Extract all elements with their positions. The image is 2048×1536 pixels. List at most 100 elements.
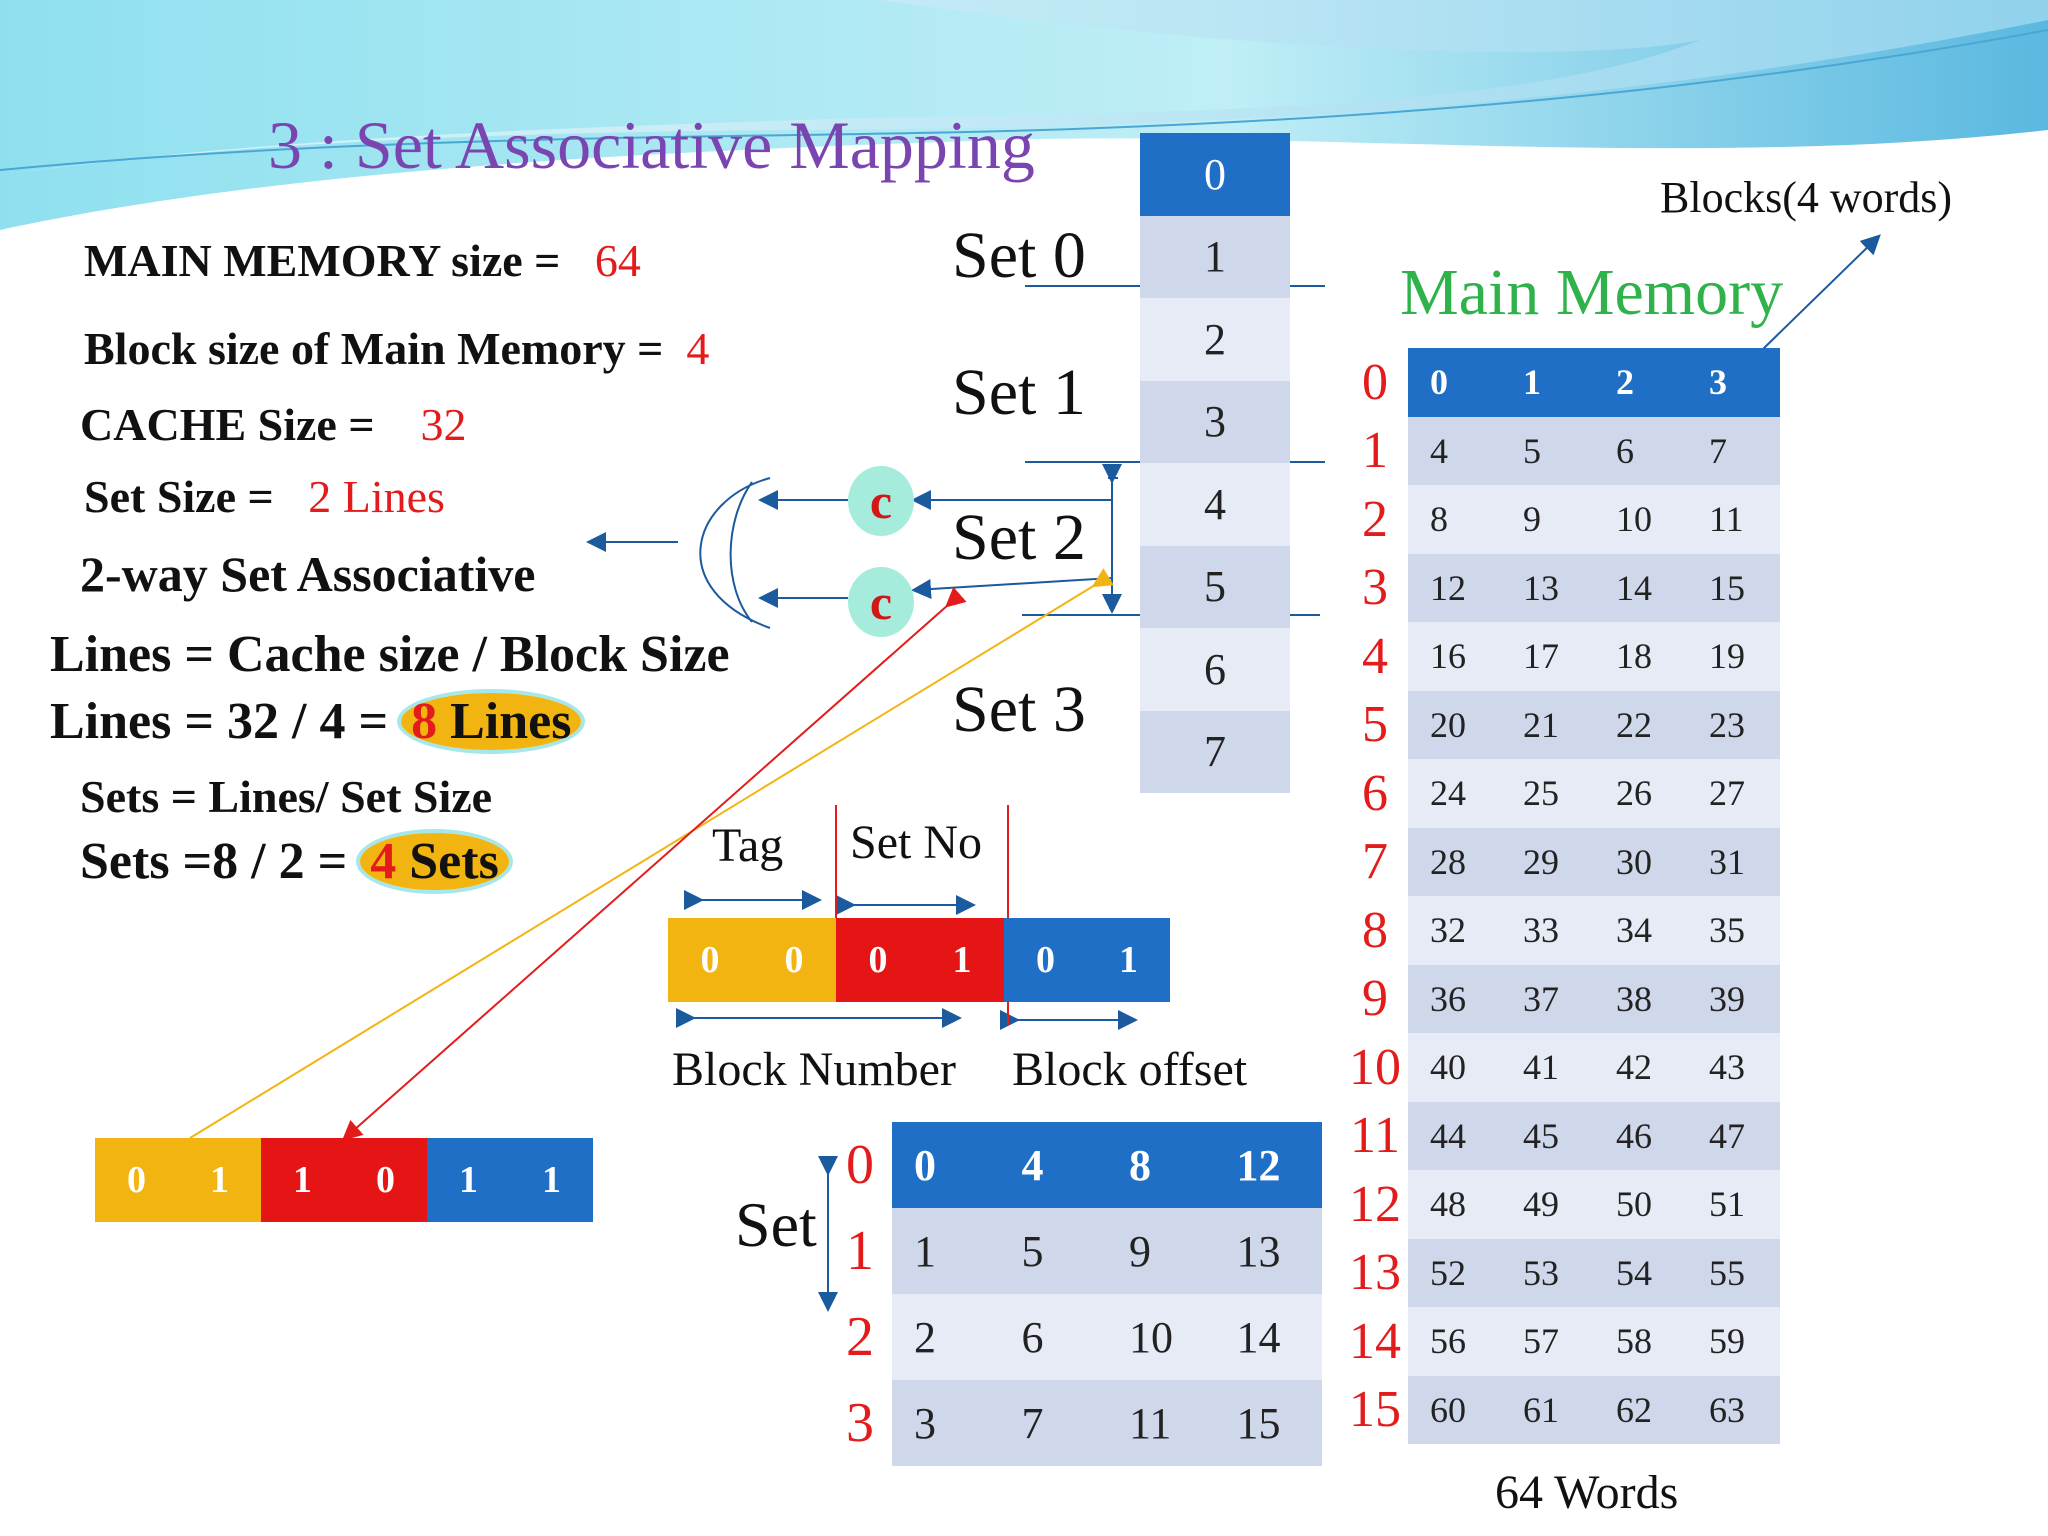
lines-result-num: 8 bbox=[411, 693, 438, 750]
tag-compare-arrow bbox=[342, 586, 967, 1141]
table-cell: 35 bbox=[1709, 910, 1745, 951]
or-gate bbox=[699, 477, 771, 629]
block-number-label: Block Number bbox=[672, 1043, 956, 1096]
set-size-label: Set Size = bbox=[84, 471, 274, 522]
table-cell: 29 bbox=[1523, 841, 1559, 882]
cache-line: 0 bbox=[1140, 133, 1290, 216]
table-cell: 20 bbox=[1430, 704, 1466, 745]
table-cell: 43 bbox=[1709, 1047, 1745, 1088]
table-cell: 6 bbox=[1021, 1312, 1044, 1362]
table-cell: 34 bbox=[1616, 910, 1652, 951]
blocks-label: Blocks(4 words) bbox=[1660, 173, 1953, 222]
cache-line: 4 bbox=[1140, 463, 1290, 546]
table-cell: 5 bbox=[1523, 430, 1541, 471]
words-label: 64 Words bbox=[1495, 1466, 1679, 1519]
to-comparator-arrow bbox=[911, 577, 1113, 600]
block-index: 4 bbox=[1362, 627, 1388, 685]
table-cell: 7 bbox=[1021, 1398, 1044, 1448]
table-cell: 17 bbox=[1523, 636, 1559, 677]
table-cell: 12 bbox=[1236, 1140, 1281, 1190]
block-index: 0 bbox=[1362, 353, 1388, 411]
table-cell: 2 bbox=[914, 1312, 936, 1362]
page-title: 3 : Set Associative Mapping bbox=[268, 107, 1035, 183]
table-cell: 31 bbox=[1709, 841, 1745, 882]
block-size-line: Block size of Main Memory = 4 bbox=[84, 322, 709, 375]
lines-calc-line: Lines = 32 / 4 = 8 Lines bbox=[50, 692, 582, 751]
setno-label: Set No bbox=[850, 816, 982, 869]
cache-line: 2 bbox=[1140, 298, 1290, 381]
set-index: 3 bbox=[846, 1392, 874, 1454]
cache-size-value: 32 bbox=[420, 399, 467, 450]
set-label-3: Set 3 bbox=[952, 673, 1086, 746]
set-table-label: Set bbox=[735, 1189, 817, 1260]
block-index: 5 bbox=[1362, 696, 1388, 754]
tag-bit: 0 bbox=[700, 939, 720, 981]
block-index: 13 bbox=[1349, 1244, 1401, 1302]
table-cell: 53 bbox=[1523, 1252, 1559, 1293]
cache-line: 7 bbox=[1140, 710, 1290, 793]
set-bit: 0 bbox=[376, 1159, 395, 1201]
table-cell: 54 bbox=[1616, 1252, 1652, 1293]
block-size-label: Block size of Main Memory = bbox=[84, 323, 664, 374]
block-index: 12 bbox=[1349, 1175, 1401, 1233]
set-index: 0 bbox=[846, 1134, 874, 1196]
sets-calc-line: Sets =8 / 2 = 4 Sets bbox=[80, 832, 509, 891]
table-cell: 3 bbox=[914, 1398, 936, 1448]
table-cell: 11 bbox=[1709, 499, 1744, 540]
table-cell: 49 bbox=[1523, 1184, 1559, 1225]
table-cell: 37 bbox=[1523, 978, 1559, 1019]
block-index: 15 bbox=[1349, 1381, 1401, 1439]
table-cell: 6 bbox=[1616, 430, 1634, 471]
table-cell: 14 bbox=[1236, 1312, 1281, 1362]
set-index: 2 bbox=[846, 1306, 874, 1368]
offset-bit: 1 bbox=[1119, 939, 1138, 981]
cache-line: 1 bbox=[1140, 215, 1290, 298]
cache-line: 5 bbox=[1140, 545, 1290, 628]
table-cell: 41 bbox=[1523, 1047, 1559, 1088]
table-cell: 57 bbox=[1523, 1321, 1559, 1362]
main-memory-size-line: MAIN MEMORY size = 64 bbox=[84, 234, 641, 287]
set-bit: 1 bbox=[952, 939, 972, 981]
set-size-value: 2 Lines bbox=[308, 471, 445, 522]
block-index: 2 bbox=[1362, 490, 1388, 548]
table-cell: 36 bbox=[1430, 978, 1466, 1019]
sets-result-badge: 4 Sets bbox=[360, 833, 509, 890]
comparator-2: c bbox=[848, 567, 914, 637]
table-cell: 16 bbox=[1430, 636, 1466, 677]
block-offset-label: Block offset bbox=[1012, 1043, 1248, 1096]
table-cell: 55 bbox=[1709, 1252, 1745, 1293]
offset-bit: 0 bbox=[1036, 939, 1055, 981]
table-cell: 40 bbox=[1430, 1047, 1466, 1088]
table-cell: 24 bbox=[1430, 773, 1466, 814]
table-cell: 4 bbox=[1430, 430, 1448, 471]
table-cell: 26 bbox=[1616, 773, 1652, 814]
lines-result-unit: Lines bbox=[450, 693, 572, 750]
cache-size-line: CACHE Size = 32 bbox=[80, 398, 467, 451]
table-cell: 38 bbox=[1616, 978, 1652, 1019]
table-cell: 18 bbox=[1616, 636, 1652, 677]
table-cell: 59 bbox=[1709, 1321, 1745, 1362]
block-index: 3 bbox=[1362, 559, 1388, 617]
table-cell: 2 bbox=[1616, 362, 1634, 403]
block-index: 1 bbox=[1362, 422, 1388, 480]
cache-line: 6 bbox=[1140, 628, 1290, 711]
set-bit: 0 bbox=[868, 939, 888, 981]
table-cell: 7 bbox=[1709, 430, 1727, 471]
table-cell: 22 bbox=[1616, 704, 1652, 745]
